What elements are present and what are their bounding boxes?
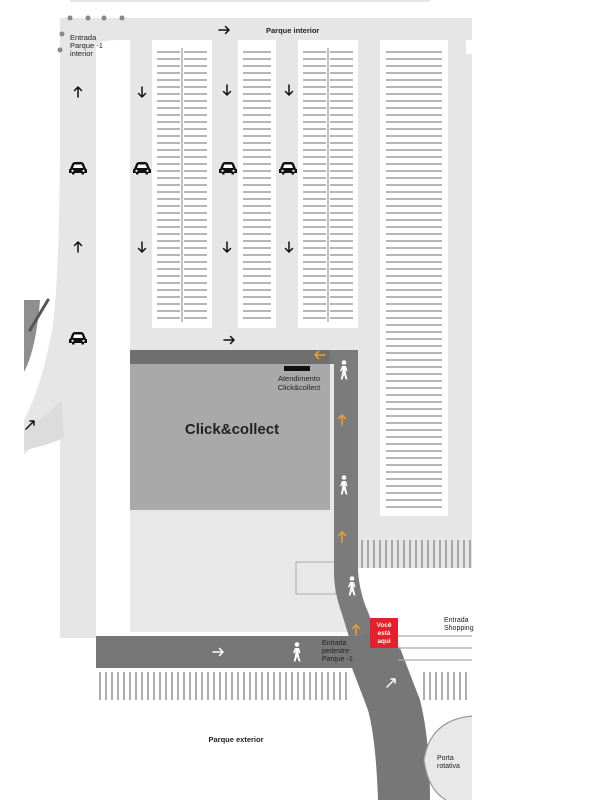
bottom-road xyxy=(96,632,430,800)
you-are-here-3: aqui xyxy=(377,638,391,645)
label-shopping-1: Entrada xyxy=(444,617,469,624)
arrow-icon xyxy=(314,350,326,360)
arrow-icon xyxy=(222,241,232,253)
label-entrance-interior-2: Parque -1 xyxy=(70,41,103,50)
arrow-icon xyxy=(222,84,232,96)
arrow-icon xyxy=(337,531,347,543)
arrow-icon xyxy=(137,86,147,98)
revolving-door xyxy=(423,715,473,800)
parking-block-3 xyxy=(298,40,358,328)
arrow-icon xyxy=(137,241,147,253)
parking-block-1 xyxy=(152,40,212,328)
left-entry-road xyxy=(24,18,96,455)
arrow-icon xyxy=(25,420,35,430)
arrow-icon xyxy=(284,241,294,253)
service-desk-marker xyxy=(284,366,310,371)
you-are-here-2: está xyxy=(377,630,390,637)
label-pedestrian-1: Entrada xyxy=(322,640,347,647)
label-service-2: Click&collect xyxy=(278,383,321,392)
direction-arrows xyxy=(25,25,396,688)
label-entrance-interior-3: interior xyxy=(70,49,93,58)
stall-markings-lower xyxy=(99,540,471,700)
arrow-icon xyxy=(337,414,347,426)
shopping-entrance-lines xyxy=(398,635,472,661)
corner-dots xyxy=(57,15,125,53)
label-pedestrian-2: pedestre xyxy=(322,648,349,655)
arrow-icon xyxy=(351,624,361,636)
arrow-icon xyxy=(223,335,235,345)
arrow-icon xyxy=(73,86,83,98)
arrow-icon xyxy=(218,25,230,35)
click-collect-title: Click&collect xyxy=(185,421,279,438)
arrow-icon xyxy=(386,678,396,688)
arrow-icon xyxy=(212,647,224,657)
click-collect-building xyxy=(130,350,372,632)
you-are-here-box xyxy=(370,618,398,648)
you-are-here-1: Você xyxy=(376,622,391,629)
label-revolving-2: rotativa xyxy=(437,763,460,770)
lane-divider xyxy=(96,40,130,630)
arrow-icon xyxy=(284,84,294,96)
parking-stall-lines xyxy=(157,51,442,508)
label-revolving-1: Porta xyxy=(437,755,454,762)
label-parking-exterior: Parque exterior xyxy=(208,735,263,744)
label-parking-interior: Parque interior xyxy=(266,26,319,35)
label-pedestrian-3: Parque -1 xyxy=(322,656,353,663)
arrow-icon xyxy=(73,241,83,253)
label-entrance-interior-1: Entrada xyxy=(70,33,97,42)
parking-block-2 xyxy=(238,40,276,328)
label-shopping-2: Shopping xyxy=(444,625,474,632)
label-service-1: Atendimento xyxy=(278,374,320,383)
